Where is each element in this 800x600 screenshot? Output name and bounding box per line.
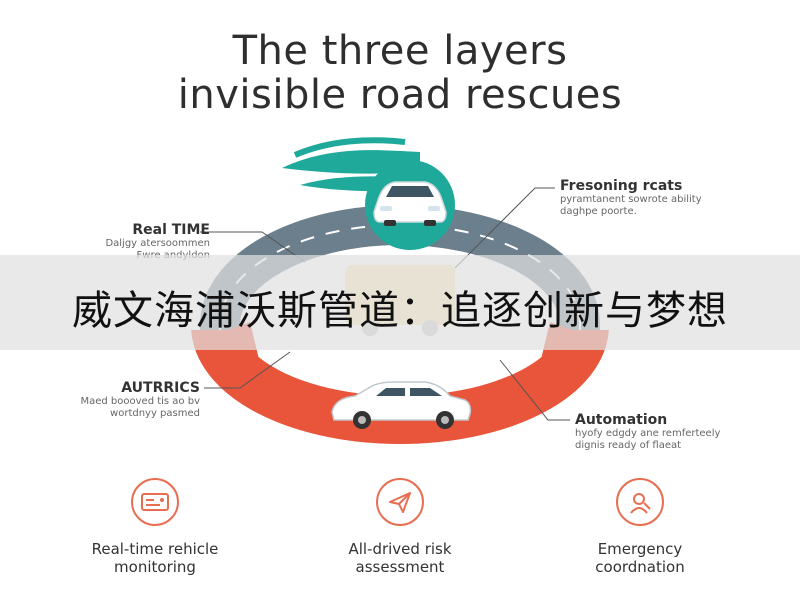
feature-2-line-2: assessment (355, 558, 445, 576)
title-line-1: The three layers (232, 28, 568, 74)
feature-emergency-coordination: Emergency coordnation (540, 478, 740, 576)
feature-3-line-2: coordnation (595, 558, 685, 576)
callout-left-upper-title: Real TIME (132, 222, 210, 238)
feature-1-line-1: Real-time rehicle (91, 540, 219, 558)
connector-left-lower (204, 351, 291, 389)
feature-2-line-1: All-drived risk (348, 540, 452, 558)
connector-top-right (454, 187, 555, 269)
callout-right-lower-line-2: dignis ready of flaeat (575, 440, 682, 451)
feature-vehicle-monitoring: Real-time rehicle monitoring (55, 478, 255, 576)
callout-top-right-line-1: pyramtanent sowrote ability (560, 194, 702, 205)
dashboard-monitor-icon (131, 478, 179, 526)
callout-left-upper-line-1: Daljgy atersoommen (105, 238, 210, 249)
callout-left-lower-title: AUTRRICS (121, 380, 200, 396)
callout-right-lower-title: Automation (575, 412, 668, 428)
connector-right-lower (499, 359, 570, 421)
overlay-banner (0, 255, 800, 350)
callout-left-lower-line-2: wortdnyy pasmed (110, 408, 200, 419)
callout-left-lower: AUTRRICS Maed boooved tis ao bv wortdnyy… (40, 380, 200, 420)
title-line-2: invisible road rescues (177, 72, 623, 118)
feature-risk-assessment: All-drived risk assessment (300, 478, 500, 576)
person-headset-icon (616, 478, 664, 526)
callout-right-lower-line-1: hyofy edgdy ane remferteely (575, 428, 721, 439)
bottom-car-icon (331, 381, 472, 429)
callout-left-lower-line-1: Maed boooved tis ao bv (80, 396, 200, 407)
callout-top-right-title: Fresoning rcats (560, 178, 683, 194)
callout-top-right: Fresoning rcats pyramtanent sowrote abil… (560, 178, 760, 218)
callout-right-lower: Automation hyofy edgdy ane remferteely d… (575, 412, 775, 452)
top-car-icon (373, 181, 447, 226)
feature-1-line-2: monitoring (114, 558, 196, 576)
overlay-banner-text: 威文海浦沃斯管道：追逐创新与梦想 (72, 288, 728, 334)
connector-left-upper (200, 231, 306, 263)
feature-3-line-1: Emergency (597, 540, 683, 558)
callout-top-right-line-2: daghpe poorte. (560, 206, 637, 217)
paper-plane-icon (376, 478, 424, 526)
